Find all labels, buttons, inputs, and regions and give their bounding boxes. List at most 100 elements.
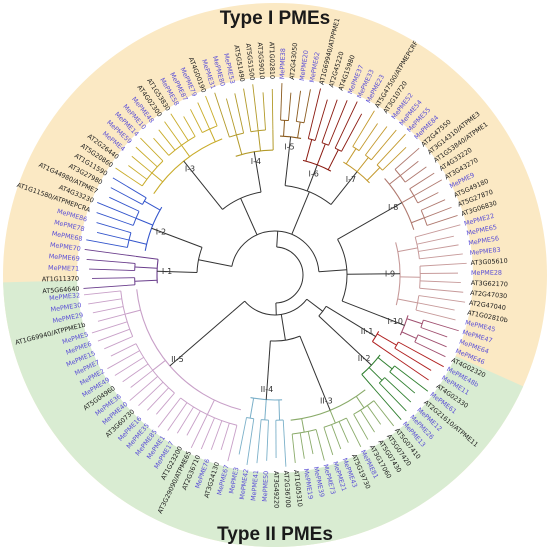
leaf-branch <box>280 83 283 121</box>
backbone-stem-I-8 <box>337 202 403 240</box>
leaf-branch <box>271 89 274 130</box>
subclade-stem-II-1 <box>376 333 397 346</box>
leaf-label: MePME83 <box>469 246 501 257</box>
leaf-label: MePME50 <box>261 471 270 502</box>
subclade-stem-I-2 <box>128 239 147 245</box>
leaf-branch <box>104 336 133 350</box>
leaf-branch <box>341 113 363 152</box>
leaf-branch <box>256 419 262 464</box>
leaf-branch <box>307 88 321 139</box>
leaf-label: AT2G36700 <box>282 470 292 508</box>
leaf-branch <box>389 371 416 394</box>
backbone-join <box>232 300 246 313</box>
leaf-branch <box>390 353 429 381</box>
leaf-branch <box>92 306 124 314</box>
leaf-branch <box>417 302 455 311</box>
leaf-branch <box>323 427 334 456</box>
subclade-stem-I-1 <box>134 266 158 269</box>
leaf-branch <box>97 328 130 342</box>
leaf-label: AT3G62170 <box>471 279 508 288</box>
leaf-branch <box>398 341 444 368</box>
subclade-stem-II-1 <box>372 341 392 355</box>
leaf-branch <box>130 369 154 388</box>
backbone-stem-II-2 <box>318 315 372 366</box>
leaf-label: MePME69 <box>48 252 80 263</box>
leaf-branch <box>394 147 420 170</box>
leaf-branch <box>413 179 442 197</box>
subclade-stem-I-6 <box>305 139 313 162</box>
type-ii-title: Type II PMEs <box>217 524 333 545</box>
leaf-branch <box>83 284 135 289</box>
leaf-branch <box>96 212 134 226</box>
leaf-branch <box>157 397 181 428</box>
subclade-stem-I-5 <box>297 121 301 138</box>
leaf-branch <box>266 420 269 461</box>
leaf-branch <box>205 95 218 127</box>
leaf-branch <box>417 334 447 348</box>
leaf-branch <box>334 101 358 149</box>
leaf-branch <box>303 89 311 123</box>
leaf-branch <box>415 224 461 238</box>
subclade-stem-II-5 <box>206 399 215 415</box>
leaf-branch <box>373 400 395 427</box>
subclade-arc-II-1 <box>394 341 399 349</box>
backbone-stem-II-3 <box>299 335 331 411</box>
leaf-branch <box>110 343 137 357</box>
leaf-branch <box>97 202 137 219</box>
backbone-stem-I-5 <box>284 136 292 186</box>
subclade-arc-II-3 <box>353 400 375 415</box>
leaf-branch <box>416 235 454 245</box>
leaf-branch <box>170 113 189 141</box>
leaf-branch <box>291 433 296 463</box>
subclade-stem-II-2 <box>361 374 375 389</box>
leaf-branch <box>252 84 259 131</box>
leaf-branch <box>314 99 328 141</box>
clade-label-i-5: I-5 <box>284 142 294 151</box>
leaf-branch <box>307 431 314 455</box>
leaf-branch <box>409 172 435 190</box>
leaf-branch <box>227 425 238 462</box>
subclade-arc-II-5 <box>135 343 175 394</box>
leaf-branch <box>91 321 128 334</box>
leaf-branch <box>107 350 140 370</box>
clade-label-i-4: I-4 <box>251 157 261 166</box>
backbone-join <box>280 314 286 341</box>
leaf-branch <box>220 423 230 451</box>
backbone-stem-I-1 <box>157 270 198 274</box>
leaf-branch <box>246 418 255 466</box>
subclade-stem-II-4 <box>264 399 267 420</box>
leaf-branch <box>376 133 406 166</box>
backbone-arc <box>244 298 308 316</box>
backbone-stem-I-4 <box>253 151 262 193</box>
leaf-branch <box>419 262 467 267</box>
clade-label-ii-2: II-2 <box>358 354 371 363</box>
leaf-label: MePME32 <box>49 291 81 302</box>
leaf-branch <box>183 116 196 137</box>
leaf-branch <box>399 160 419 176</box>
leaf-branch <box>225 98 237 136</box>
subclade-stem-II-3 <box>301 418 305 433</box>
subclade-arc-I-8 <box>394 169 406 183</box>
leaf-branch <box>96 222 132 234</box>
subclade-stem-I-1 <box>135 255 159 260</box>
leaf-branch <box>138 381 164 407</box>
leaf-branch <box>96 231 130 241</box>
backbone-stem-II-4 <box>265 340 271 400</box>
leaf-label: AT1G11370 <box>42 275 79 284</box>
leaf-branch <box>384 377 412 403</box>
leaf-branch <box>352 110 375 147</box>
tree-inner-disc <box>77 77 473 473</box>
leaf-branch <box>86 239 128 248</box>
subclade-stem-I-9 <box>397 247 418 253</box>
leaf-branch <box>190 414 208 448</box>
leaf-branch <box>114 357 144 376</box>
leaf-branch <box>404 166 427 183</box>
subclade-stem-II-4 <box>249 398 255 419</box>
clade-label-i-9: I-9 <box>385 269 395 278</box>
clade-label-i-3: I-3 <box>185 164 195 173</box>
subclade-stem-I-7 <box>366 167 381 181</box>
leaf-branch <box>331 424 342 450</box>
leaf-branch <box>129 376 159 401</box>
clade-arc-I-1 <box>156 259 159 284</box>
